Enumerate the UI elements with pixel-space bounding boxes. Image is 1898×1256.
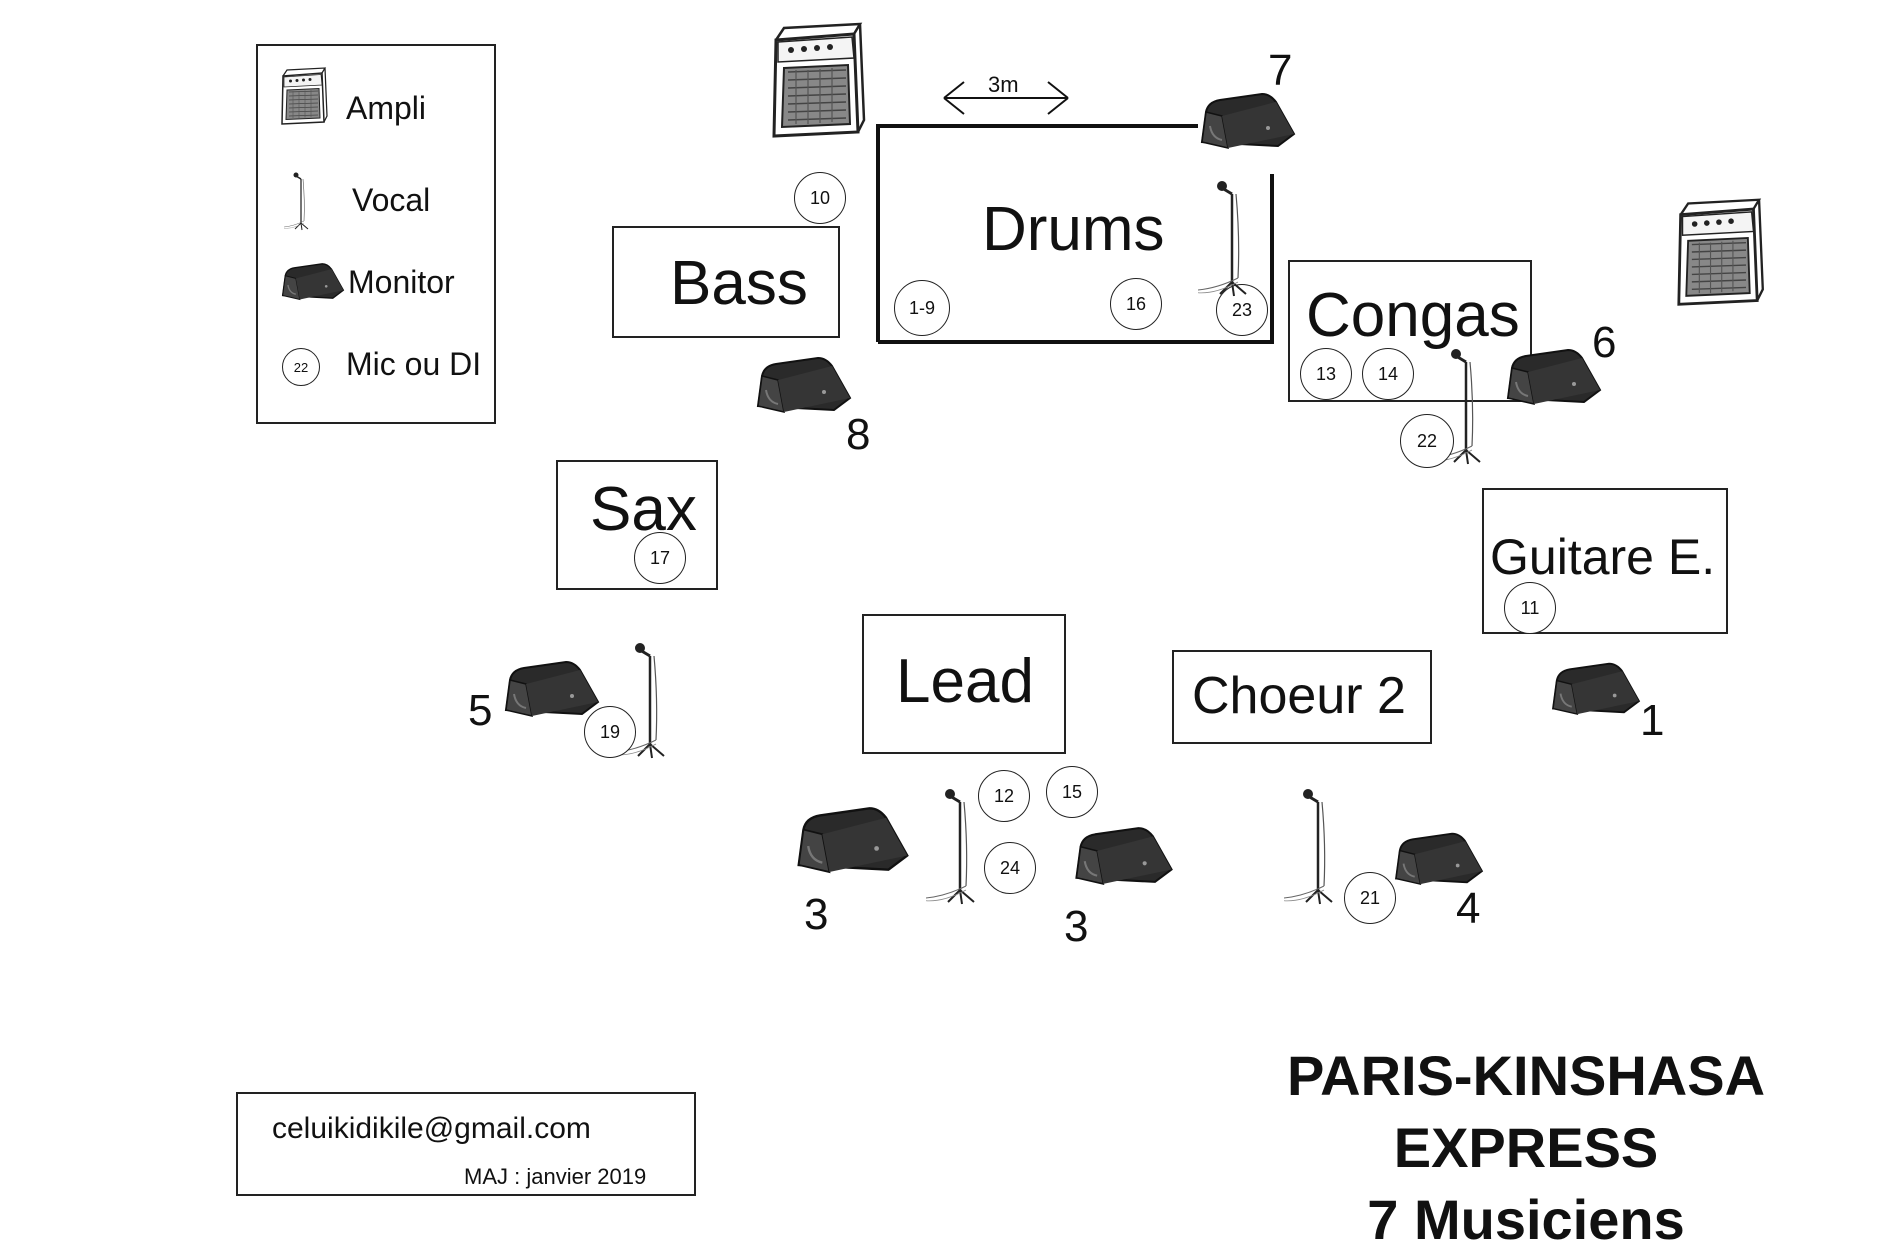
input-circle: 13 — [1300, 348, 1352, 400]
bass-station: Bass — [612, 226, 840, 338]
bass-amplifier-icon — [772, 22, 866, 138]
input-circle: 14 — [1362, 348, 1414, 400]
drums-label: Drums — [982, 195, 1165, 264]
bass-label: Bass — [670, 249, 808, 318]
guitar-label: Guitare E. — [1490, 529, 1716, 585]
monitor-number: 6 — [1592, 318, 1617, 367]
input-circle: 22 — [1400, 414, 1454, 468]
sax-label: Sax — [590, 475, 697, 544]
vocal-mic-stand-icon — [926, 787, 976, 906]
monitor-number: 7 — [1268, 46, 1293, 95]
lead-station: Lead — [862, 614, 1066, 754]
amplifier-icon — [281, 67, 328, 125]
legend-label-monitor: Monitor — [348, 264, 455, 300]
input-circle: 15 — [1046, 766, 1098, 818]
monitor-number: 5 — [468, 686, 493, 735]
legend-label-mic-di: Mic ou DI — [346, 346, 482, 382]
vocal-mic-stand-icon — [284, 171, 309, 231]
vocal-mic-stand-icon — [1284, 787, 1334, 906]
contact-email: celuikidikile@gmail.com — [272, 1112, 591, 1145]
stage-monitor-icon — [1395, 832, 1483, 886]
vocal-mic-stand-icon — [1198, 179, 1248, 298]
stage-monitor-icon — [797, 806, 909, 874]
title-band-name: PARIS-KINSHASA EXPRESS — [1286, 1044, 1766, 1179]
input-circle: 1-9 — [894, 280, 950, 336]
stage-monitor-icon — [281, 263, 345, 301]
legend-label-ampli: Ampli — [346, 90, 427, 126]
legend-input-circle: 22 — [282, 348, 320, 386]
title-musicians: 7 Musiciens — [1367, 1188, 1685, 1251]
input-circle: 11 — [1504, 582, 1556, 634]
guitar-amplifier-icon — [1677, 198, 1765, 306]
stage-monitor-icon — [1075, 826, 1173, 886]
input-circle: 10 — [794, 172, 846, 224]
input-circle: 17 — [634, 532, 686, 584]
monitor-number: 3 — [804, 890, 829, 939]
monitor-number: 3 — [1064, 902, 1089, 951]
dimension-arrow-icon — [943, 81, 1069, 115]
update-date: MAJ : janvier 2019 — [464, 1164, 647, 1189]
congas-label: Congas — [1306, 281, 1520, 350]
drum-riser-outline — [876, 124, 1274, 344]
stage-monitor-icon — [504, 660, 600, 718]
stage-monitor-icon — [1201, 93, 1295, 149]
monitor-number: 1 — [1640, 696, 1665, 745]
input-circle: 23 — [1216, 284, 1268, 336]
lead-label: Lead — [896, 647, 1034, 716]
drum-riser-dimension: 3m — [988, 72, 1019, 97]
input-circle: 24 — [984, 842, 1036, 894]
stage-monitor-icon — [1552, 662, 1640, 716]
input-circle: 21 — [1344, 872, 1396, 924]
contact-box: celuikidikile@gmail.com MAJ : janvier 20… — [236, 1092, 696, 1196]
sax-station: Sax — [556, 460, 718, 590]
monitor-number: 4 — [1456, 884, 1481, 933]
stage-monitor-icon — [757, 357, 851, 413]
drum-riser — [876, 122, 1274, 344]
choir-2-station: Choeur 2 — [1172, 650, 1432, 744]
input-circle: 19 — [584, 706, 636, 758]
input-circle: 12 — [978, 770, 1030, 822]
legend-label-vocal: Vocal — [352, 182, 431, 218]
plot-title: PARIS-KINSHASA EXPRESS 7 Musiciens — [1156, 1040, 1896, 1256]
legend-box: Ampli Vocal Monitor 22 Mic ou DI — [256, 44, 496, 424]
monitor-number: 8 — [846, 410, 871, 459]
stage-monitor-icon — [1507, 349, 1601, 405]
guitar-station: Guitare E. — [1482, 488, 1728, 634]
choir-2-label: Choeur 2 — [1192, 667, 1406, 725]
input-circle: 16 — [1110, 278, 1162, 330]
congas-station: Congas — [1288, 260, 1532, 402]
